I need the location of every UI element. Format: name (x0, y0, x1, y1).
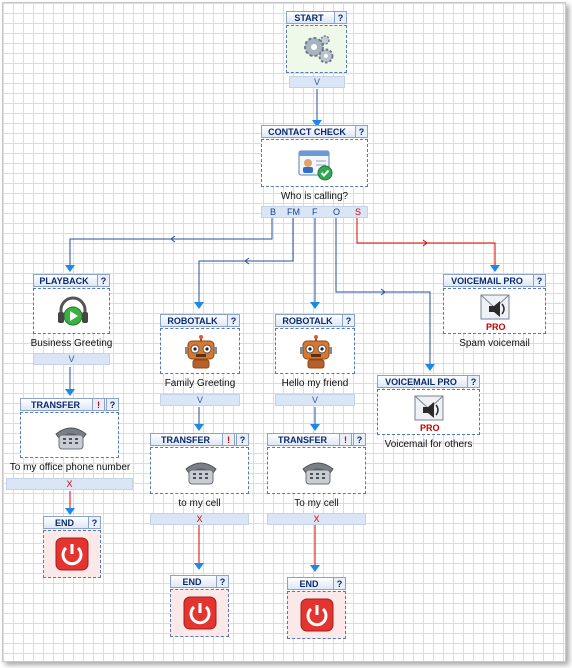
node-end-2-body[interactable] (170, 589, 229, 637)
node-title: END (182, 577, 202, 587)
port-f[interactable]: F (312, 207, 318, 217)
link-b-playback (69, 218, 273, 265)
output-port-v[interactable]: V (160, 394, 240, 406)
gears-icon (304, 35, 334, 64)
power-icon (55, 537, 89, 571)
node-title: VOICEMAIL PRO (385, 377, 457, 387)
node-caption: Family Greeting (164, 378, 236, 389)
voicemail-pro-icon (480, 294, 510, 320)
power-icon (300, 598, 334, 632)
help-button[interactable]: ? (88, 516, 101, 529)
node-voicemail-1-body[interactable]: PRO (443, 288, 546, 334)
help-button[interactable]: ? (216, 575, 229, 588)
pro-badge: PRO (486, 322, 506, 332)
port-fm[interactable]: FM (287, 207, 300, 217)
contact-card-icon (298, 150, 333, 181)
output-ports: B FM F O S (261, 206, 368, 218)
link-fm-robotalk1 (198, 218, 294, 302)
headphones-play-icon (58, 296, 88, 326)
node-title: ROBOTALK (282, 316, 333, 326)
node-start-body[interactable] (286, 25, 347, 73)
help-button[interactable]: ? (467, 375, 480, 388)
link-o-voicemail2 (335, 218, 431, 364)
help-button[interactable]: ? (533, 274, 546, 287)
node-robotalk-2-body[interactable] (275, 328, 355, 374)
help-button[interactable]: ? (355, 125, 368, 138)
node-transfer-3-header[interactable]: TRANSFER ! ? (267, 433, 366, 446)
node-end-3-header[interactable]: END ? (287, 577, 346, 590)
phone-icon (302, 462, 334, 485)
node-end-1-body[interactable] (43, 530, 101, 578)
port-b[interactable]: B (270, 207, 277, 217)
connectors (65, 89, 500, 572)
node-end-2-header[interactable]: END ? (170, 575, 229, 588)
node-playback-header[interactable]: PLAYBACK ? (33, 274, 110, 287)
node-title: ROBOTALK (167, 316, 218, 326)
node-caption: Who is calling? (280, 191, 349, 202)
help-button[interactable]: ? (227, 314, 240, 327)
node-robotalk-1-body[interactable] (160, 328, 240, 374)
node-caption: to my cell (178, 498, 221, 509)
phone-icon (55, 427, 87, 450)
flow-canvas[interactable]: START ? V CONTACT CHECK ? Who is calling… (2, 2, 566, 662)
node-robotalk-1-header[interactable]: ROBOTALK ? (160, 314, 240, 327)
warning-button[interactable]: ! (92, 398, 105, 411)
port-o[interactable]: O (333, 207, 341, 217)
output-port-x[interactable]: X (267, 513, 366, 525)
node-caption: Spam voicemail (459, 338, 530, 349)
node-caption: Voicemail for others (384, 439, 473, 450)
node-title: CONTACT CHECK (268, 127, 346, 137)
node-transfer-1-header[interactable]: TRANSFER ! ? (20, 398, 119, 411)
node-title: TRANSFER (161, 435, 210, 445)
node-transfer-3-body[interactable] (267, 447, 366, 494)
node-caption: To my cell (294, 498, 339, 509)
node-caption: Hello my friend (281, 378, 349, 389)
voicemail-pro-icon (414, 395, 444, 421)
help-button[interactable]: ? (353, 433, 366, 446)
node-end-3-body[interactable] (287, 591, 346, 639)
help-button[interactable]: ? (106, 398, 119, 411)
node-contact-check-body[interactable] (261, 139, 368, 187)
warning-button[interactable]: ! (339, 433, 352, 446)
help-button[interactable]: ? (334, 11, 347, 24)
help-button[interactable]: ? (342, 314, 355, 327)
node-title: END (299, 579, 319, 589)
power-icon (183, 596, 217, 630)
node-caption: To my office phone number (9, 462, 131, 473)
node-title: PLAYBACK (39, 276, 89, 286)
output-port-v[interactable]: V (289, 76, 345, 88)
node-transfer-2-header[interactable]: TRANSFER ! ? (150, 433, 249, 446)
node-voicemail-1-header[interactable]: VOICEMAIL PRO ? (443, 274, 546, 287)
node-start-header[interactable]: START ? (286, 11, 347, 24)
node-title: TRANSFER (31, 400, 80, 410)
node-voicemail-2-header[interactable]: VOICEMAIL PRO ? (377, 375, 480, 388)
pro-badge: PRO (420, 423, 440, 433)
node-title: END (54, 518, 74, 528)
port-s[interactable]: S (355, 207, 362, 217)
node-caption: Business Greeting (30, 338, 113, 349)
robot-icon (300, 335, 332, 369)
output-port-v[interactable]: V (33, 353, 110, 365)
phone-icon (185, 462, 217, 485)
help-button[interactable]: ? (97, 274, 110, 287)
help-button[interactable]: ? (333, 577, 346, 590)
node-playback-body[interactable] (33, 288, 110, 334)
node-contact-check-header[interactable]: CONTACT CHECK ? (261, 125, 368, 138)
output-port-x[interactable]: X (150, 513, 249, 525)
node-title: VOICEMAIL PRO (451, 276, 523, 286)
help-button[interactable]: ? (236, 433, 249, 446)
output-port-x[interactable]: X (6, 478, 133, 490)
node-end-1-header[interactable]: END ? (43, 516, 101, 529)
node-robotalk-2-header[interactable]: ROBOTALK ? (275, 314, 355, 327)
node-transfer-2-body[interactable] (150, 447, 249, 494)
node-transfer-1-body[interactable] (20, 412, 119, 458)
node-title: START (294, 13, 324, 23)
link-s-voicemail1 (356, 218, 496, 265)
robot-icon (185, 335, 217, 369)
node-title: TRANSFER (278, 435, 327, 445)
node-voicemail-2-body[interactable]: PRO (377, 389, 480, 435)
output-port-v[interactable]: V (275, 394, 355, 406)
warning-button[interactable]: ! (222, 433, 235, 446)
